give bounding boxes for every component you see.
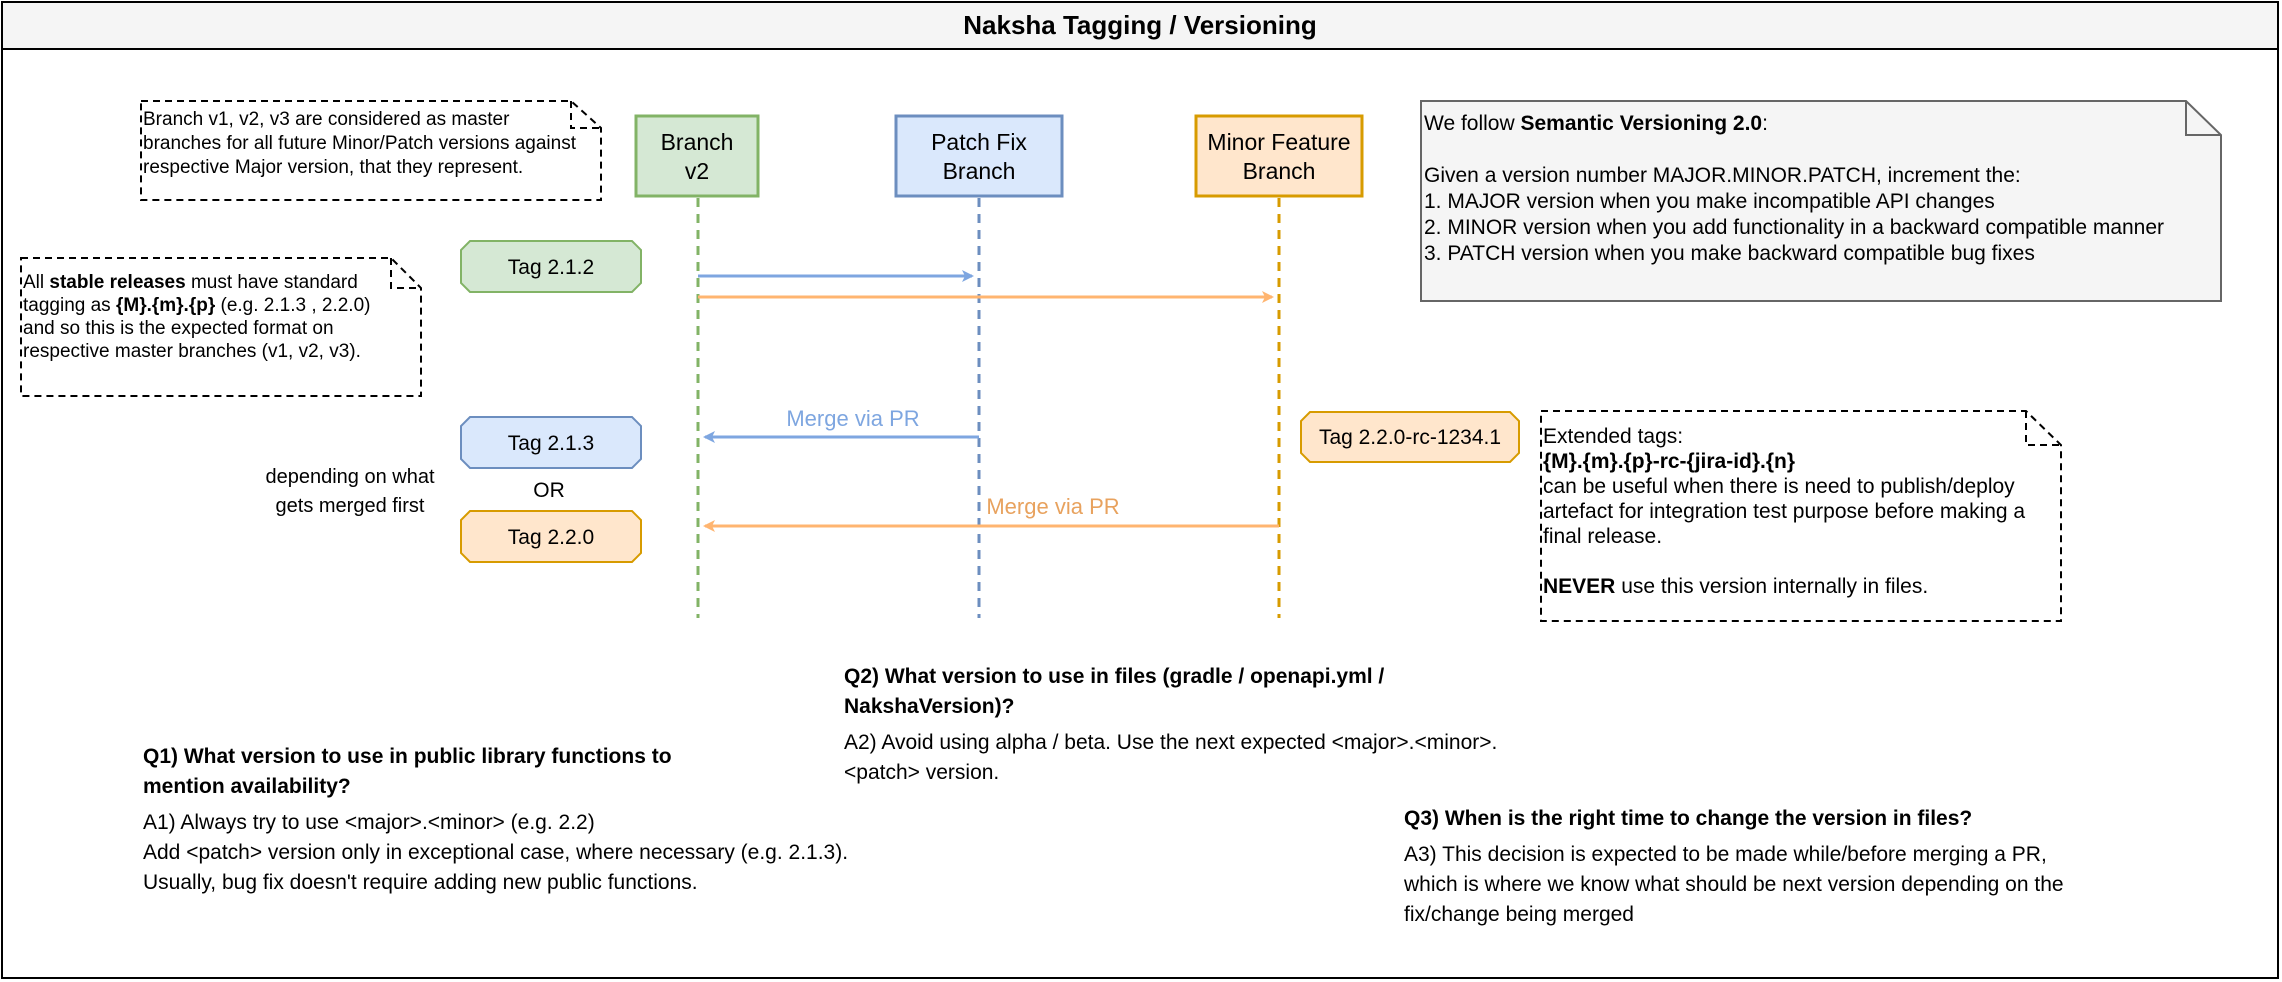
q2-question-line-1: Q2) What version to use in files (gradle… [844, 665, 1385, 688]
note-stable-line-1: All stable releases must have standard [23, 272, 358, 293]
branch-v2-box: Branch v2 [634, 114, 760, 198]
q1-question-line-1: Q1) What version to use in public librar… [143, 745, 672, 768]
q1-answer-line-3: Usually, bug fix doesn't require adding … [143, 871, 698, 894]
depending-label-1: depending on what [265, 466, 434, 488]
note-extended-shape [1540, 410, 2062, 622]
note-branches-fold [570, 101, 601, 129]
q2-block: Q2) What version to use in files (gradle… [844, 662, 1497, 788]
q1-block: Q1) What version to use in public librar… [143, 742, 848, 898]
tag-rc-label: Tag 2.2.0-rc-1234.1 [1319, 426, 1501, 449]
tag-2-1-3-label: Tag 2.1.3 [508, 432, 594, 455]
patch-branch-label-2: Branch [943, 158, 1016, 184]
minor-feature-branch-box: Minor Feature Branch [1194, 114, 1364, 198]
title-bar: Naksha Tagging / Versioning [3, 3, 2277, 50]
merge-via-pr-orange-label: Merge via PR [986, 494, 1119, 519]
tag-2-2-0: Tag 2.2.0 [460, 510, 642, 563]
extended-line-6: NEVER use this version internally in fil… [1543, 575, 1929, 598]
q1-answer-line-1: A1) Always try to use <major>.<minor> (e… [143, 811, 595, 834]
note-stable-line-2: tagging as {M}.{m}.{p} (e.g. 2.1.3 , 2.2… [23, 295, 371, 316]
q3-answer-line-2: which is where we know what should be ne… [1404, 873, 2064, 896]
q3-answer-line-3: fix/change being merged [1404, 903, 1634, 926]
tag-2-1-2-label: Tag 2.1.2 [508, 256, 594, 279]
branch-v2-label-2: v2 [685, 158, 709, 184]
note-stable-shape [20, 257, 422, 397]
q1-answer-line-2: Add <patch> version only in exceptional … [143, 841, 849, 864]
note-semver-fold [2185, 101, 2221, 136]
tag-2-1-3: Tag 2.1.3 [460, 416, 642, 469]
note-branches-line-3: respective Major version, that they repr… [143, 157, 524, 178]
q2-answer-line-1: A2) Avoid using alpha / beta. Use the ne… [844, 731, 1498, 754]
or-label: OR [533, 479, 565, 502]
note-branches-shape [140, 100, 602, 201]
page-title: Naksha Tagging / Versioning [963, 10, 1317, 40]
q3-question-line-1: Q3) When is the right time to change the… [1404, 807, 1973, 830]
q2-answer-line-2: <patch> version. [844, 761, 1000, 784]
merge-via-pr-blue-label: Merge via PR [786, 406, 919, 431]
note-branches-line-2: branches for all future Minor/Patch vers… [143, 133, 576, 154]
note-extended-text: Extended tags: {M}.{m}.{p}-rc-{jira-id}.… [1543, 424, 2025, 599]
semver-line-2: Given a version number MAJOR.MINOR.PATCH… [1424, 164, 2021, 187]
extended-line-2: {M}.{m}.{p}-rc-{jira-id}.{n} [1543, 450, 1796, 473]
q3-block: Q3) When is the right time to change the… [1404, 804, 2064, 930]
note-branches-text: Branch v1, v2, v3 are considered as mast… [143, 108, 576, 180]
q3-answer-line-1: A3) This decision is expected to be made… [1404, 843, 2047, 866]
patch-fix-branch-box: Patch Fix Branch [894, 114, 1064, 198]
depending-label-2: gets merged first [276, 495, 425, 517]
note-stable-text: All stable releases must have standard t… [23, 271, 370, 363]
note-stable-line-4: respective master branches (v1, v2, v3). [23, 341, 361, 362]
extended-line-4: artefact for integration test purpose be… [1543, 500, 2026, 523]
extended-line-1: Extended tags: [1543, 425, 1684, 448]
note-stable-fold [390, 258, 421, 289]
extended-line-3: can be useful when there is need to publ… [1543, 475, 2015, 498]
q2-question-line-2: NakshaVersion)? [844, 695, 1015, 718]
patch-branch-label-1: Patch Fix [931, 129, 1027, 155]
semver-line-1: We follow Semantic Versioning 2.0: [1424, 112, 1768, 135]
note-semver-shape [1420, 100, 2222, 302]
extended-line-5: final release. [1543, 525, 1663, 548]
note-stable-line-3: and so this is the expected format on [23, 318, 334, 339]
minor-branch-label-1: Minor Feature [1207, 129, 1350, 155]
tag-2-2-0-label: Tag 2.2.0 [508, 526, 594, 549]
minor-branch-label-2: Branch [1243, 158, 1316, 184]
tag-rc: Tag 2.2.0-rc-1234.1 [1300, 411, 1520, 463]
note-semver-text: We follow Semantic Versioning 2.0: Given… [1424, 111, 2164, 267]
semver-line-3: 1. MAJOR version when you make incompati… [1424, 190, 1995, 213]
note-branches-line-1: Branch v1, v2, v3 are considered as mast… [143, 109, 510, 130]
q1-question-line-2: mention availability? [143, 775, 351, 798]
semver-line-5: 3. PATCH version when you make backward … [1424, 242, 2035, 265]
semver-line-4: 2. MINOR version when you add functional… [1424, 216, 2165, 239]
branch-v2-label-1: Branch [661, 129, 734, 155]
tag-2-1-2: Tag 2.1.2 [460, 240, 642, 293]
